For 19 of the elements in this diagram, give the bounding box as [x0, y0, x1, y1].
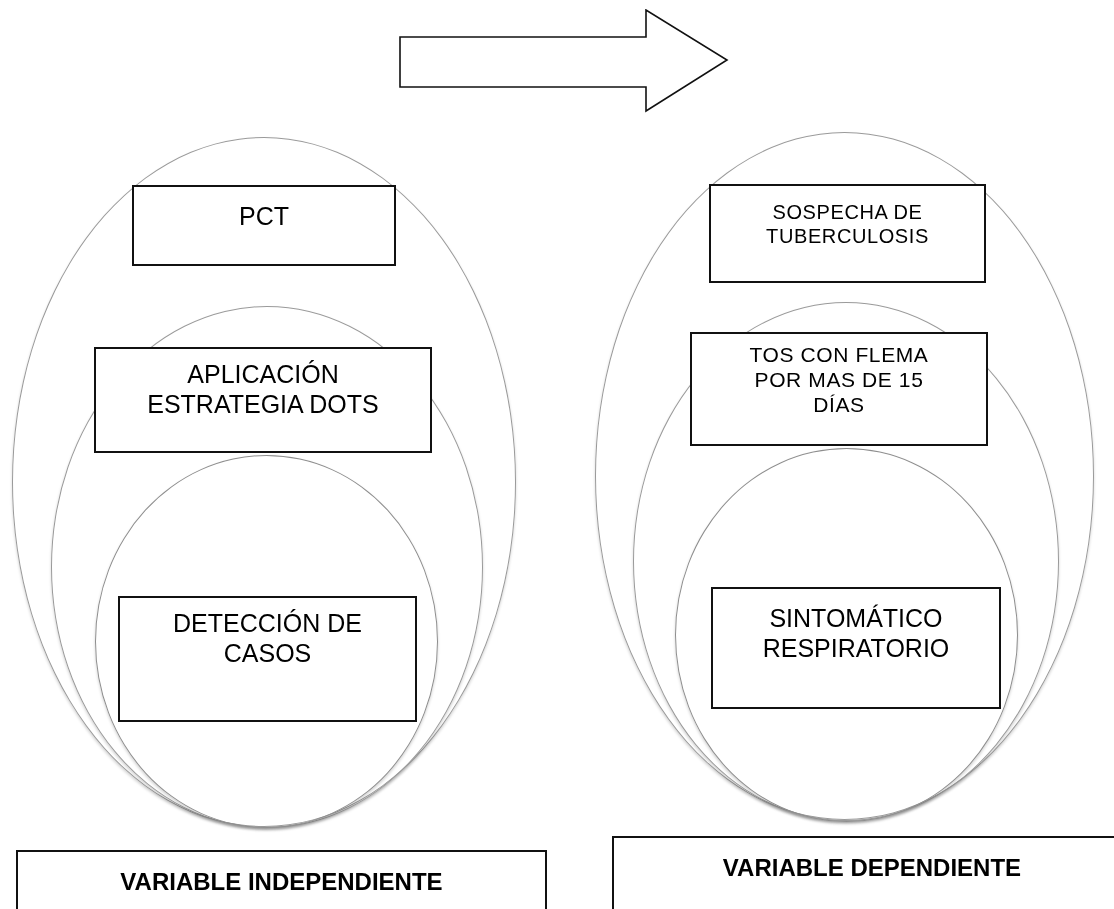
variable-heading: VARIABLE INDEPENDIENTE [120, 868, 443, 897]
label-box [709, 184, 986, 283]
ellipse-shape [633, 302, 1059, 821]
box-label: PCT [239, 201, 289, 231]
box-label: SINTOMÁTICO RESPIRATORIO [761, 603, 951, 663]
label-box [94, 347, 432, 453]
ellipse-shape [51, 306, 483, 828]
label-box [711, 587, 1001, 709]
box-label: SOSPECHA DE TUBERCULOSIS [765, 200, 930, 248]
label-box [132, 185, 396, 266]
label-box [690, 332, 988, 446]
variable-heading: VARIABLE DEPENDIENTE [722, 854, 1022, 883]
heading-box [612, 836, 1114, 909]
box-label: APLICACIÓN ESTRATEGIA DOTS [146, 359, 380, 419]
heading-box [16, 850, 547, 909]
box-label: DETECCIÓN DE CASOS [172, 608, 363, 668]
box-label: TOS CON FLEMA POR MAS DE 15 DÍAS [748, 342, 930, 418]
circle-shape [95, 455, 438, 828]
label-box [118, 596, 417, 722]
